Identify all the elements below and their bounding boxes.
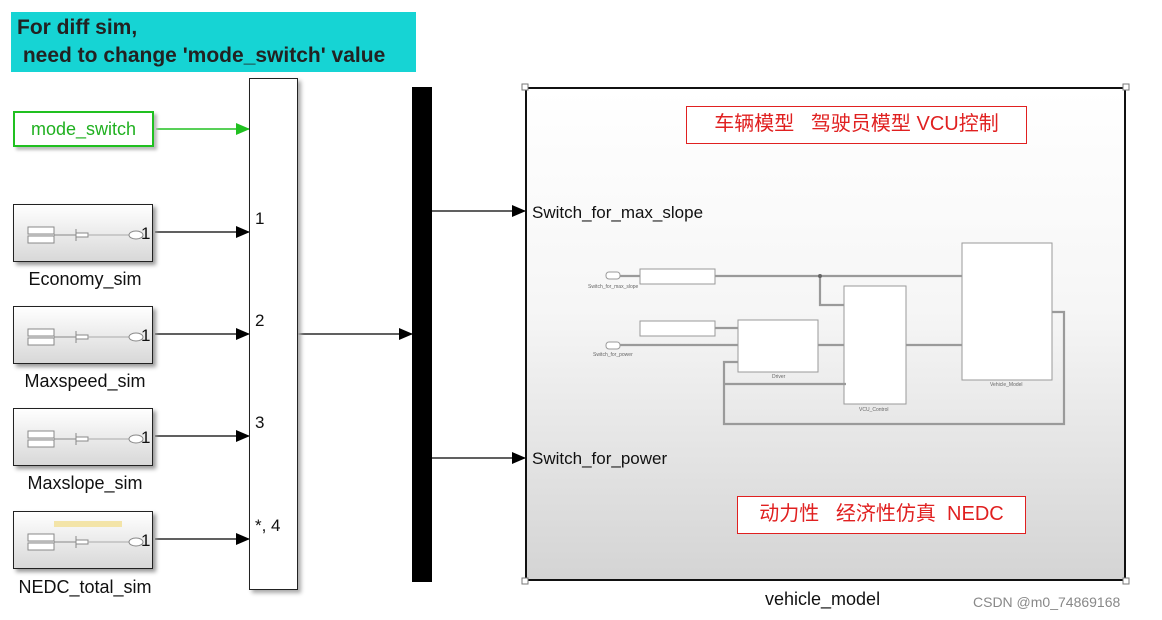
signal-builder-icon: [27, 328, 144, 346]
subsystem-name: vehicle_model: [765, 589, 881, 609]
mode-switch-label: mode_switch: [30, 119, 137, 139]
maxslope-sim-label: Maxslope_sim: [27, 473, 143, 493]
port-number: 1: [141, 531, 151, 550]
instruction-note: For diff sim, need to change 'mode_switc…: [11, 12, 416, 72]
port-number: 1: [141, 224, 151, 243]
mode-switch-constant-block[interactable]: mode_switch: [13, 111, 154, 147]
signal-builder-icon: [27, 226, 144, 244]
maxspeed-sim-block[interactable]: 1: [13, 306, 153, 364]
nedc-total-sim-label: NEDC_total_sim: [18, 577, 152, 597]
multiport-switch-block[interactable]: [249, 78, 298, 590]
signal-builder-icon: [27, 430, 144, 448]
preview-in1-label: Switch_for_max_slope: [588, 284, 639, 290]
preview-vehicle-label: Vehicle_Model: [990, 382, 1023, 388]
maxspeed-sim-label: Maxspeed_sim: [24, 371, 146, 391]
signal-builder-icon: [27, 521, 144, 551]
mux-block[interactable]: [412, 87, 432, 582]
port-number: 1: [141, 428, 151, 447]
economy-sim-block[interactable]: 1: [13, 204, 153, 262]
inport-label-power: Switch_for_power: [532, 449, 668, 468]
inport-label-max-slope: Switch_for_max_slope: [532, 203, 704, 222]
maxslope-sim-block[interactable]: 1: [13, 408, 153, 466]
switch-port-2: 2: [255, 311, 265, 330]
watermark: CSDN @m0_74869168: [973, 594, 1121, 610]
nedc-total-sim-block[interactable]: 1: [13, 511, 153, 569]
note-line-1: For diff sim,: [17, 16, 138, 39]
preview-driver-label: Driver: [772, 374, 786, 380]
economy-sim-label: Economy_sim: [28, 269, 142, 289]
annotation-top: 车辆模型 驾驶员模型 VCU控制: [686, 106, 1027, 144]
preview-vcu-label: VCU_Control: [859, 407, 889, 413]
preview-in2-label: Switch_for_power: [593, 352, 633, 358]
annotation-bottom: 动力性 经济性仿真 NEDC: [737, 496, 1026, 534]
switch-port-1: 1: [255, 209, 265, 228]
note-line-2: need to change 'mode_switch' value: [17, 44, 386, 67]
port-number: 1: [141, 326, 151, 345]
switch-port-3: 3: [255, 413, 265, 432]
switch-port-default: *, 4: [255, 516, 281, 535]
